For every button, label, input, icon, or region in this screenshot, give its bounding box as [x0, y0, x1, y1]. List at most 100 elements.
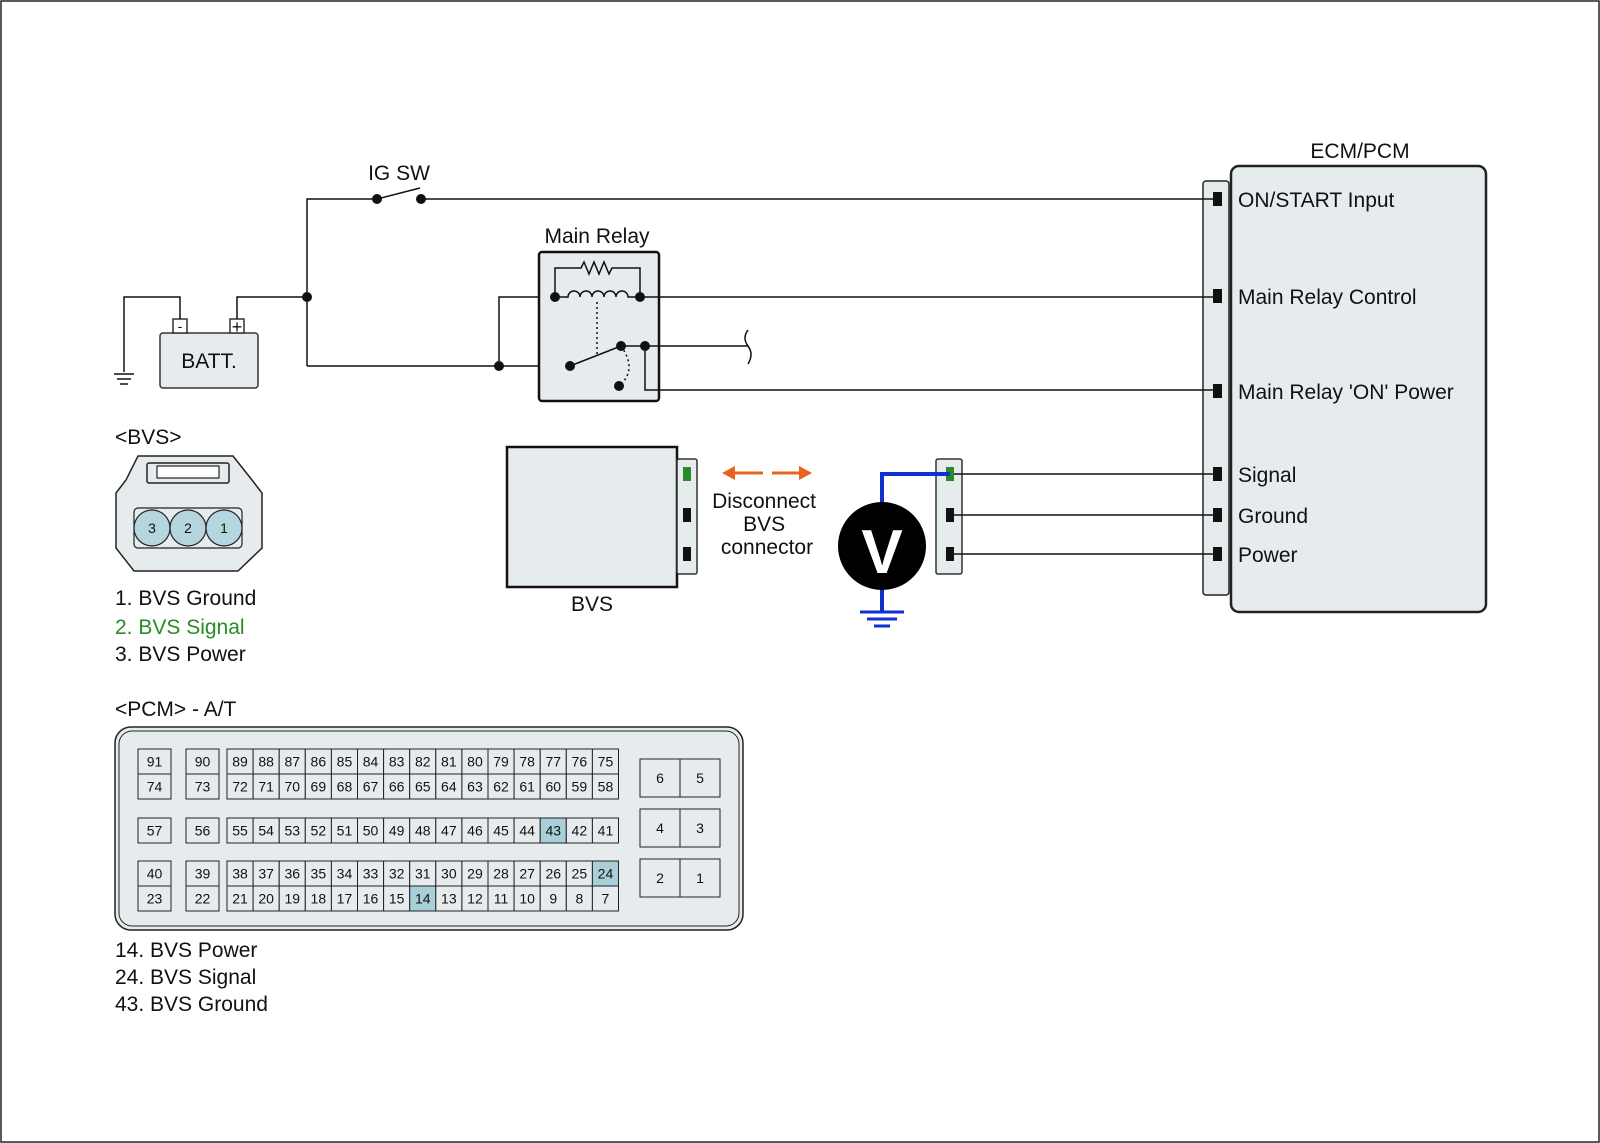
pcm-pin-cell-10 — [513, 885, 541, 912]
pcm-pin-cell-73 — [185, 773, 220, 800]
pcm-pin-81: 81 — [441, 754, 457, 770]
pcm-pin-8: 8 — [575, 891, 583, 907]
bvs-module-label: BVS — [571, 593, 613, 616]
battery-minus: - — [178, 318, 183, 334]
pcm-pin-19: 19 — [284, 891, 300, 907]
pcm-pin-cell-30 — [435, 860, 463, 887]
bvs-connector-title: <BVS> — [115, 426, 182, 449]
pcm-pin-41: 41 — [598, 823, 614, 839]
pcm-pin-26: 26 — [545, 866, 561, 882]
pcm-pin-cell-51 — [330, 817, 358, 844]
pcm-pin-52: 52 — [311, 823, 327, 839]
pcm-pin-72: 72 — [232, 779, 248, 795]
pcm-pin-39: 39 — [195, 866, 211, 882]
main-relay: Main Relay — [537, 225, 1213, 403]
pcm-pin-cell-34 — [330, 860, 358, 887]
pcm-pin-cell-70 — [278, 773, 306, 800]
pcm-pin-63: 63 — [467, 779, 483, 795]
pcm-pin-56: 56 — [195, 823, 211, 839]
pcm-pin-cell-12 — [461, 885, 489, 912]
pcm-pin-1: 1 — [696, 870, 704, 886]
pcm-pin-cell-29 — [461, 860, 489, 887]
pcm-pin-73: 73 — [195, 779, 211, 795]
pcm-pin-cell-59 — [565, 773, 593, 800]
pcm-pin-71: 71 — [258, 779, 274, 795]
pcm-pin-54: 54 — [258, 823, 274, 839]
pcm-pin-85: 85 — [337, 754, 353, 770]
battery-label: BATT. — [181, 350, 237, 373]
bvs-legend-2: 2. BVS Signal — [115, 616, 245, 639]
pcm-pin-83: 83 — [389, 754, 405, 770]
pcm-pin-86: 86 — [311, 754, 327, 770]
pcm-pin-34: 34 — [337, 866, 353, 882]
pcm-pin-61: 61 — [519, 779, 535, 795]
pcm-pin-44: 44 — [519, 823, 535, 839]
pcm-pin-42: 42 — [572, 823, 588, 839]
pcm-pin-66: 66 — [389, 779, 405, 795]
pcm-pin-cell-39 — [185, 860, 220, 887]
ig-switch-label: IG SW — [368, 162, 430, 185]
pcm-pin-cell-81 — [435, 748, 463, 775]
pcm-pin-cell-77 — [539, 748, 567, 775]
pcm-pin-cell-53 — [278, 817, 306, 844]
ecm-terminal-main-relay-on-power: Main Relay 'ON' Power — [1238, 381, 1454, 404]
pcm-pin-3: 3 — [696, 820, 704, 836]
voltmeter: V — [838, 472, 950, 628]
pcm-pin-24: 24 — [598, 866, 614, 882]
ecm-terminal-on-start: ON/START Input — [1238, 189, 1395, 212]
pcm-pin-47: 47 — [441, 823, 457, 839]
pcm-pin-80: 80 — [467, 754, 483, 770]
pcm-pin-cell-57 — [137, 817, 172, 844]
pcm-connector-inner — [118, 730, 740, 927]
pcm-pin-79: 79 — [493, 754, 509, 770]
disconnect-arrows — [722, 466, 812, 480]
pcm-pin-cell-64 — [435, 773, 463, 800]
pcm-pin-51: 51 — [337, 823, 353, 839]
pcm-pin-65: 65 — [415, 779, 431, 795]
pcm-pin-29: 29 — [467, 866, 483, 882]
pcm-legend-3: 43. BVS Ground — [115, 993, 268, 1016]
battery — [159, 332, 259, 389]
pcm-pin-cell-21 — [226, 885, 254, 912]
bvs-pin-2: 2 — [184, 520, 192, 536]
pcm-pin-17: 17 — [337, 891, 353, 907]
pcm-pin-46: 46 — [467, 823, 483, 839]
pcm-pin-74: 74 — [147, 779, 163, 795]
pcm-pin-49: 49 — [389, 823, 405, 839]
pcm-pin-76: 76 — [572, 754, 588, 770]
ecm-title: ECM/PCM — [1310, 140, 1409, 163]
pcm-pin-cell-20 — [252, 885, 280, 912]
ecm-terminal-power: Power — [1238, 544, 1298, 567]
pcm-pin-6: 6 — [656, 770, 664, 786]
pcm-pin-18: 18 — [311, 891, 327, 907]
pcm-pin-cell-55 — [226, 817, 254, 844]
pcm-pin-90: 90 — [195, 754, 211, 770]
pcm-pin-cell-66 — [383, 773, 411, 800]
bvs-legend-3: 3. BVS Power — [115, 643, 246, 666]
pcm-pin-cell-52 — [304, 817, 332, 844]
pcm-pin-87: 87 — [284, 754, 300, 770]
pcm-pin-33: 33 — [363, 866, 379, 882]
pcm-pin-48: 48 — [415, 823, 431, 839]
pcm-pin-70: 70 — [284, 779, 300, 795]
pcm-pin-cell-68 — [330, 773, 358, 800]
pcm-pin-59: 59 — [572, 779, 588, 795]
pcm-pin-68: 68 — [337, 779, 353, 795]
pcm-pin-23: 23 — [147, 891, 163, 907]
ecm-terminal-signal: Signal — [1238, 464, 1296, 487]
pcm-pin-cell-49 — [383, 817, 411, 844]
pcm-pin-cell-22 — [185, 885, 220, 912]
pcm-pin-69: 69 — [311, 779, 327, 795]
pcm-pin-64: 64 — [441, 779, 457, 795]
instruction-line-3: connector — [721, 536, 813, 559]
pcm-pin-cell-37 — [252, 860, 280, 887]
pcm-pin-cell-16 — [357, 885, 385, 912]
disconnect-instruction: Disconnect BVS connector — [712, 490, 822, 559]
pcm-pin-30: 30 — [441, 866, 457, 882]
pcm-pin-cell-58 — [591, 773, 620, 800]
pcm-pin-58: 58 — [598, 779, 614, 795]
pcm-pin-cell-48 — [409, 817, 437, 844]
battery-circuit — [114, 187, 1213, 389]
